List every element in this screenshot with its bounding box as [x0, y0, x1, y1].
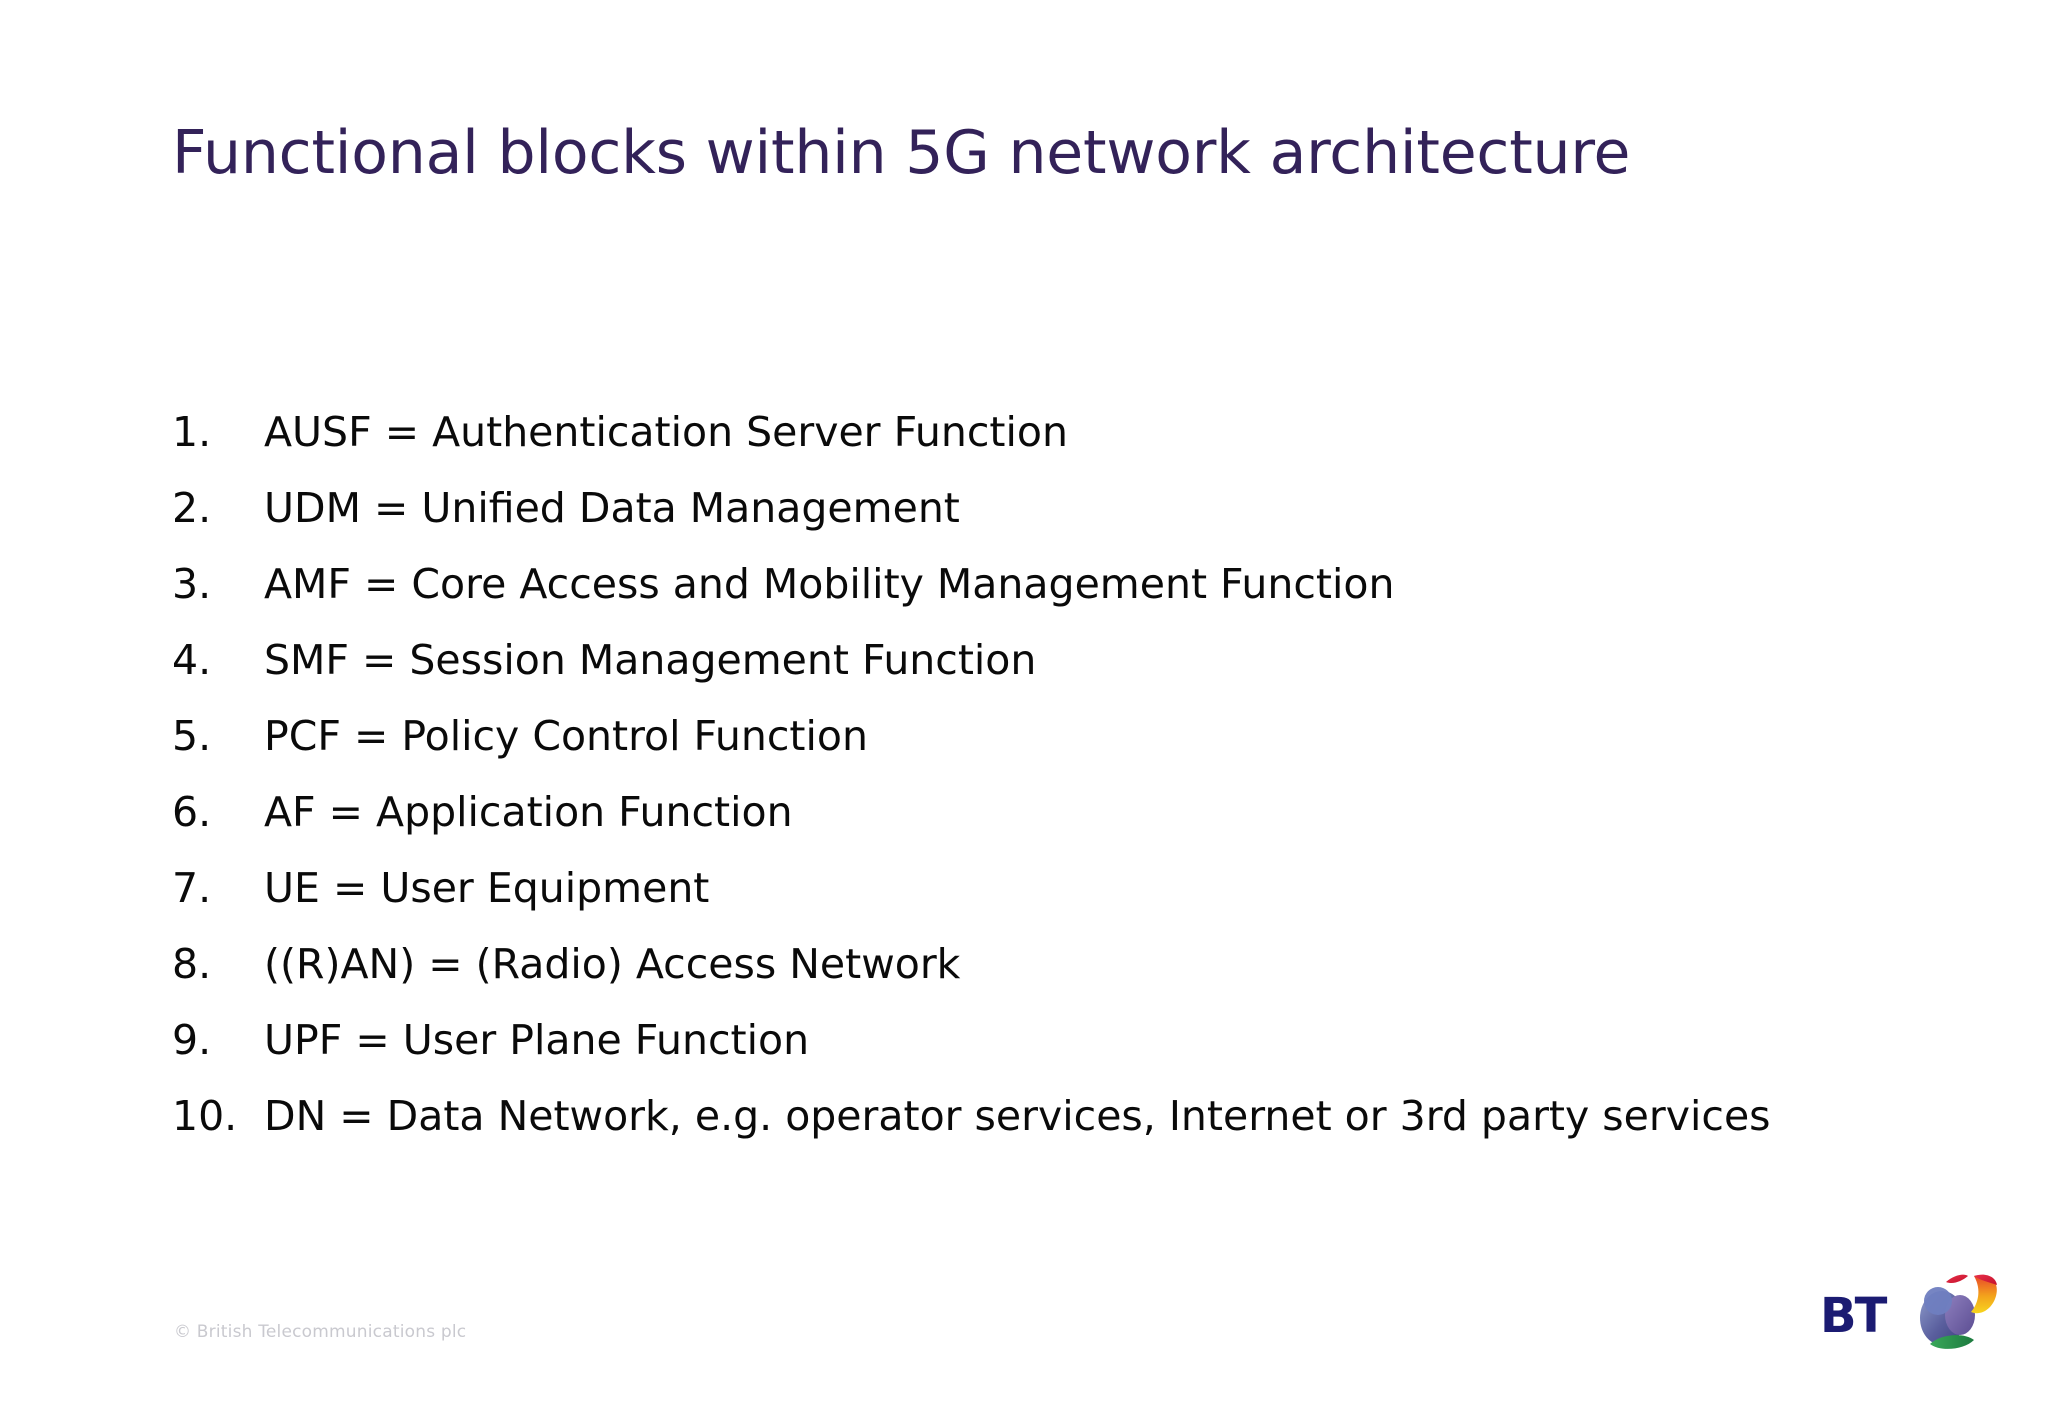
list-item-label: UDM = Unified Data Management: [264, 484, 960, 532]
list-item-number: 1.: [172, 408, 212, 456]
list-item-number: 8.: [172, 940, 212, 988]
acronym-definition-list: 1. AUSF = Authentication Server Function…: [172, 412, 1932, 1172]
list-item: 1. AUSF = Authentication Server Function: [172, 412, 1932, 488]
list-item-number: 3.: [172, 560, 212, 608]
list-item-number: 10.: [172, 1092, 238, 1140]
list-item-label: AUSF = Authentication Server Function: [264, 408, 1068, 456]
list-item-label: AMF = Core Access and Mobility Managemen…: [264, 560, 1395, 608]
list-item-label: ((R)AN) = (Radio) Access Network: [264, 940, 961, 988]
bt-wordmark-text: BT: [1820, 1288, 1887, 1344]
list-item: 5. PCF = Policy Control Function: [172, 716, 1932, 792]
list-item-number: 9.: [172, 1016, 212, 1064]
page-title: Functional blocks within 5G network arch…: [172, 118, 1631, 189]
list-item-label: UPF = User Plane Function: [264, 1016, 810, 1064]
list-item: 6. AF = Application Function: [172, 792, 1932, 868]
list-item-label: AF = Application Function: [264, 788, 793, 836]
list-item: 2. UDM = Unified Data Management: [172, 488, 1932, 564]
footer-copyright-text: © British Telecommunications plc: [174, 1322, 467, 1342]
list-item: 3. AMF = Core Access and Mobility Manage…: [172, 564, 1932, 640]
list-item-number: 2.: [172, 484, 212, 532]
list-item-number: 4.: [172, 636, 212, 684]
list-item-label: UE = User Equipment: [264, 864, 710, 912]
list-item-number: 7.: [172, 864, 212, 912]
list-item: 10. DN = Data Network, e.g. operator ser…: [172, 1096, 1932, 1172]
list-item: 8. ((R)AN) = (Radio) Access Network: [172, 944, 1932, 1020]
bt-globe-icon: [1920, 1274, 1997, 1349]
list-item-label: PCF = Policy Control Function: [264, 712, 868, 760]
list-item: 4. SMF = Session Management Function: [172, 640, 1932, 716]
list-item: 9. UPF = User Plane Function: [172, 1020, 1932, 1096]
list-item-label: SMF = Session Management Function: [264, 636, 1037, 684]
list-item: 7. UE = User Equipment: [172, 868, 1932, 944]
list-item-number: 6.: [172, 788, 212, 836]
list-item-number: 5.: [172, 712, 212, 760]
bt-logo: BT: [1820, 1268, 2004, 1360]
list-item-label: DN = Data Network, e.g. operator service…: [264, 1092, 1771, 1140]
